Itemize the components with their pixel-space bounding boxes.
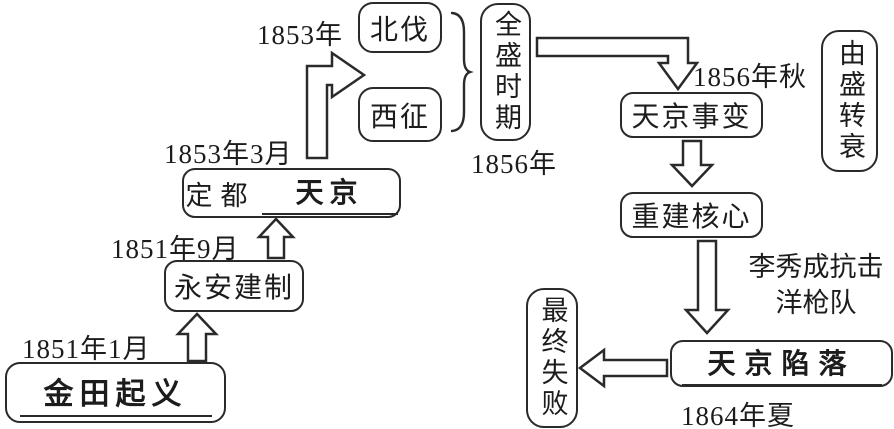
node-quansheng-label: 全盛时期 (491, 10, 521, 134)
annotation-li-xiucheng: 李秀成抗击 洋枪队 (738, 249, 894, 322)
annotation-line1: 李秀成抗击 (748, 252, 884, 282)
node-jintian-label: 金田起义 (43, 377, 188, 411)
xianluo-underline (681, 383, 882, 386)
annotation-line2: 洋枪队 (775, 288, 857, 319)
node-beifa-label: 北伐 (369, 14, 430, 46)
node-jintian-uprising: 金田起义 (5, 362, 226, 423)
date-label-1851-jan: 1851年1月 (22, 334, 151, 364)
node-yousheng-zhuanshuai: 由盛转衰 (821, 30, 878, 172)
dingdu-blank-answer: 天京 (261, 171, 398, 215)
node-beifa: 北伐 (358, 2, 442, 53)
node-tianjing-shibian: 天京事变 (620, 92, 763, 138)
jintian-underline (19, 414, 212, 417)
curly-brace-icon (450, 11, 474, 133)
left-arrow-xianluo-to-zuizhong-icon (577, 347, 669, 389)
date-label-1856-autumn: 1856年秋 (693, 62, 807, 92)
node-chongjian-hexin: 重建核心 (620, 192, 763, 238)
node-yongan-jianzhi: 永安建制 (164, 260, 304, 312)
node-xizheng: 西征 (358, 87, 442, 142)
node-zuizhong-label: 最终失败 (537, 296, 568, 420)
dingdu-prefix-label: 定都 (185, 180, 256, 211)
down-arrow-chongjian-to-xianluo-icon (683, 239, 731, 335)
node-zuizhong-shibai: 最终失败 (526, 288, 578, 428)
date-label-1853: 1853年 (257, 20, 343, 50)
node-chongjian-label: 重建核心 (631, 202, 752, 233)
date-label-1864-summer: 1864年夏 (681, 401, 795, 429)
node-yousheng-label: 由盛转衰 (835, 39, 865, 163)
up-arrow-jintian-to-yongan-icon (175, 312, 219, 363)
bent-arrow-quansheng-to-shibian-icon (535, 36, 700, 92)
node-tianjing-xianluo: 天京陷落 (670, 340, 893, 387)
node-yongan-label: 永安建制 (173, 273, 294, 304)
node-xianluo-label: 天京陷落 (707, 348, 856, 380)
up-arrow-yongan-to-dingdu-icon (256, 217, 296, 260)
node-shibian-label: 天京事变 (631, 102, 752, 133)
node-quansheng-shiqi: 全盛时期 (480, 3, 531, 141)
date-label-1853-mar: 1853年3月 (164, 139, 293, 169)
date-label-1856: 1856年 (471, 149, 557, 179)
node-dingdu-tianjing: 定都 天京 (182, 168, 401, 218)
node-xizheng-label: 西征 (369, 101, 430, 133)
bent-arrow-dingdu-to-beifa-icon (305, 50, 367, 160)
date-label-1851-sep: 1851年9月 (111, 234, 240, 264)
down-arrow-shibian-to-chongjian-icon (669, 139, 715, 188)
